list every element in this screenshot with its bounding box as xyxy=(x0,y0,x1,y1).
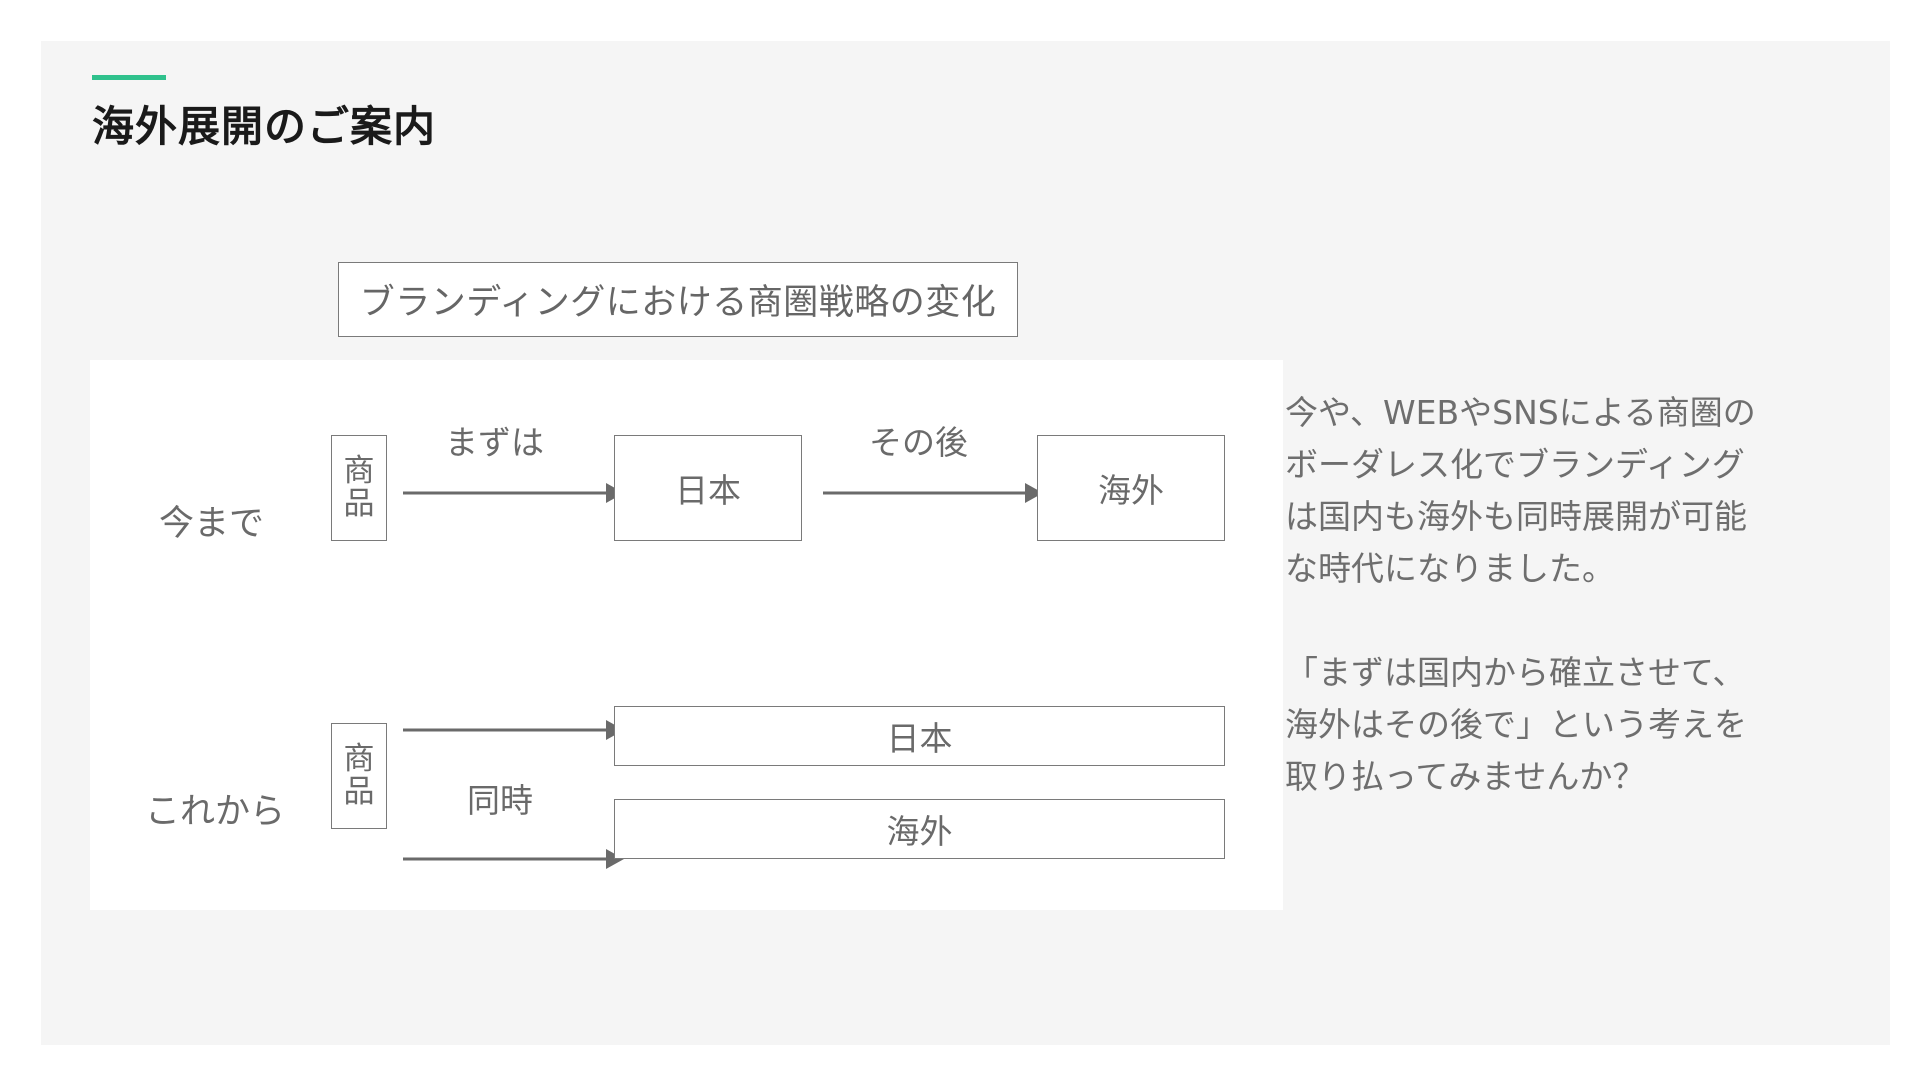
destination-box-japan-wide: 日本 xyxy=(614,706,1225,766)
side-paragraph-2: 「まずは国内から確立させて、 海外はその後で」という考えを 取り払ってみませんか… xyxy=(1285,653,1747,796)
product-char: 商 xyxy=(343,741,375,778)
arrow-right-icon xyxy=(403,849,624,869)
product-char: 商 xyxy=(343,453,375,490)
page-title: 海外展開のご案内 xyxy=(92,102,437,151)
destination-box-overseas: 海外 xyxy=(1037,435,1225,541)
arrow-right-icon xyxy=(823,483,1043,503)
product-char: 品 xyxy=(343,774,375,810)
side-description: 今や、WEBやSNSによる商圏の ボーダレス化でブランディング は国内も海外も同… xyxy=(1285,387,1805,855)
destination-box-japan: 日本 xyxy=(614,435,802,541)
product-box-after: 商 品 xyxy=(331,723,387,829)
side-paragraph-1: 今や、WEBやSNSによる商圏の ボーダレス化でブランディング は国内も海外も同… xyxy=(1285,393,1756,588)
destination-box-overseas-wide: 海外 xyxy=(614,799,1225,859)
arrow-label-first: まずは xyxy=(445,423,544,462)
diagram-panel: 今まで 商 品 まずは 日本 その後 海外 これから 商 品 同時 xyxy=(90,360,1283,910)
title-accent-bar xyxy=(92,75,166,80)
slide: 海外展開のご案内 ブランディングにおける商圏戦略の変化 今まで 商 品 まずは … xyxy=(41,41,1890,1045)
arrow-label-second: その後 xyxy=(869,423,968,462)
product-char: 品 xyxy=(343,486,375,522)
row-label-before: 今まで xyxy=(159,504,265,544)
arrow-label-simultaneous: 同時 xyxy=(467,781,533,820)
product-box-before: 商 品 xyxy=(331,435,387,541)
row-label-after: これから xyxy=(145,792,286,832)
diagram-label: ブランディングにおける商圏戦略の変化 xyxy=(338,262,1018,337)
